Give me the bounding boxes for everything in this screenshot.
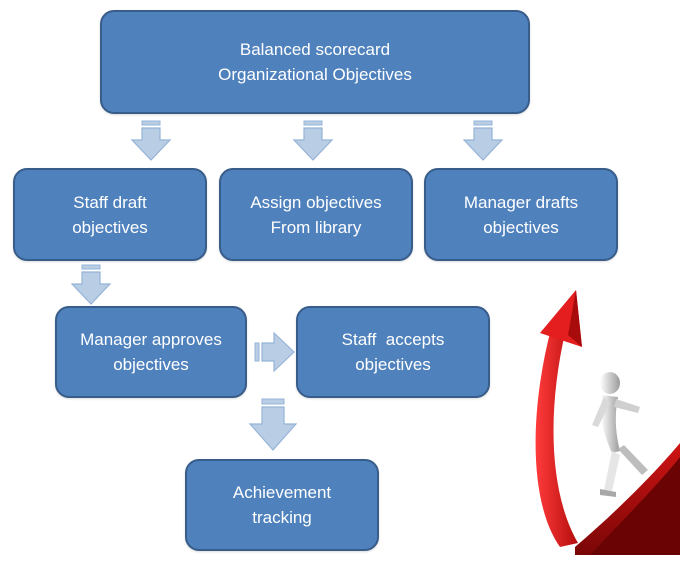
node-manager-approves-line2: objectives: [113, 355, 189, 374]
node-balanced-scorecard[interactable]: Balanced scorecard Organizational Object…: [100, 10, 530, 114]
down-arrow-icon: [248, 398, 298, 451]
node-achievement-tracking[interactable]: Achievement tracking: [185, 459, 379, 551]
node-balanced-scorecard-line2: Organizational Objectives: [218, 65, 412, 84]
node-staff-draft-line1: Staff draft: [73, 192, 147, 212]
node-staff-draft-line2: objectives: [72, 217, 148, 237]
node-manager-drafts-objectives[interactable]: Manager drafts objectives: [424, 168, 618, 261]
node-staff-accepts-objectives[interactable]: Staff accepts objectives: [296, 306, 490, 398]
down-arrow-icon: [292, 120, 334, 161]
node-manager-drafts-line1: Manager drafts: [463, 192, 579, 212]
node-achievement-tracking-line2: tracking: [252, 508, 312, 527]
node-assign-line1: Assign objectives: [250, 192, 382, 212]
node-balanced-scorecard-line1: Balanced scorecard: [239, 40, 391, 59]
node-assign-line2: From library: [270, 217, 362, 237]
down-arrow-icon: [130, 120, 172, 161]
right-arrow-icon: [254, 331, 295, 373]
growth-arrow-climber-icon: [535, 290, 680, 555]
node-manager-drafts-line2: objectives: [483, 217, 559, 237]
down-arrow-icon: [70, 264, 112, 305]
node-staff-draft-objectives[interactable]: Staff draft objectives: [13, 168, 207, 261]
node-manager-approves-objectives[interactable]: Manager approves objectives: [55, 306, 247, 398]
node-assign-objectives[interactable]: Assign objectives From library: [219, 168, 413, 261]
node-achievement-tracking-line1: Achievement: [232, 483, 332, 502]
node-staff-accepts-line2: objectives: [355, 355, 431, 374]
node-staff-accepts-line1: Staff accepts: [341, 330, 445, 349]
down-arrow-icon: [462, 120, 504, 161]
node-manager-approves-line1: Manager approves: [80, 330, 222, 349]
